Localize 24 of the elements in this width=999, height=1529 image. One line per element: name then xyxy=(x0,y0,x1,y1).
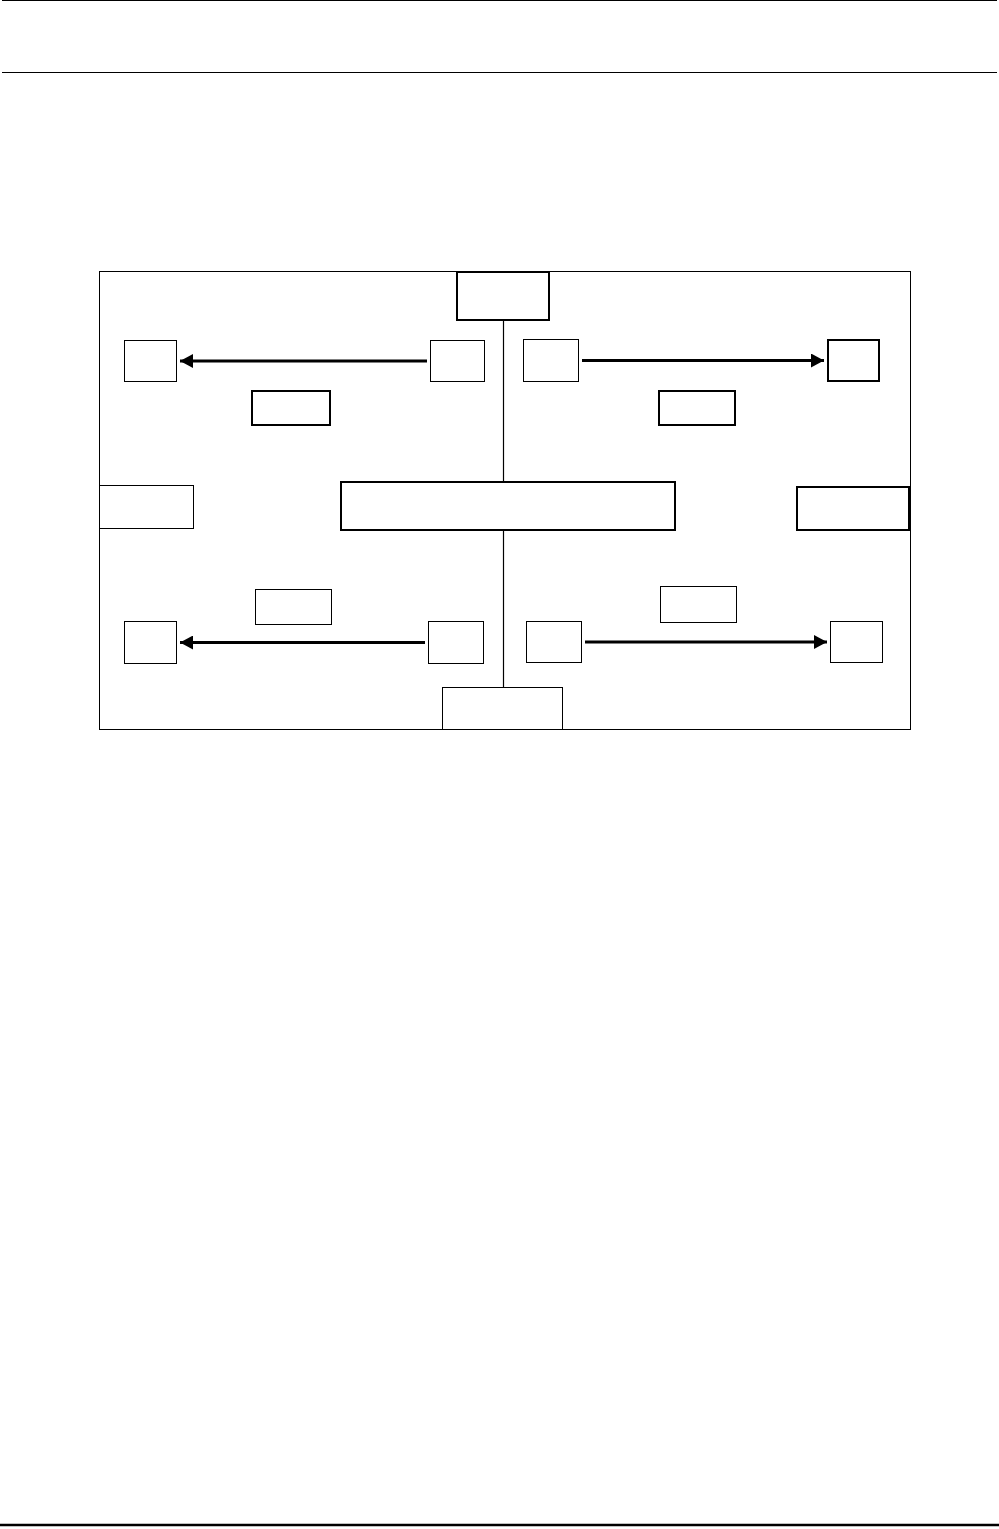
arrow xyxy=(582,353,824,368)
empty-box xyxy=(658,390,736,426)
arrow xyxy=(585,635,827,649)
connector-line xyxy=(502,530,505,688)
empty-box xyxy=(340,481,676,531)
empty-box xyxy=(251,390,331,426)
arrow xyxy=(180,635,425,650)
diagram-frame xyxy=(99,271,911,730)
empty-box xyxy=(827,339,880,382)
empty-box xyxy=(456,271,550,321)
empty-box xyxy=(255,589,332,625)
connector-line xyxy=(502,320,505,482)
empty-box xyxy=(99,485,194,529)
empty-box xyxy=(124,340,177,382)
empty-box xyxy=(830,621,883,663)
empty-box xyxy=(523,339,579,382)
empty-box xyxy=(660,586,737,623)
empty-box xyxy=(526,621,582,663)
arrow xyxy=(180,354,427,368)
empty-box xyxy=(430,340,485,382)
empty-box xyxy=(442,687,563,730)
empty-box xyxy=(428,621,484,664)
empty-box xyxy=(796,486,910,531)
empty-box xyxy=(124,621,177,664)
